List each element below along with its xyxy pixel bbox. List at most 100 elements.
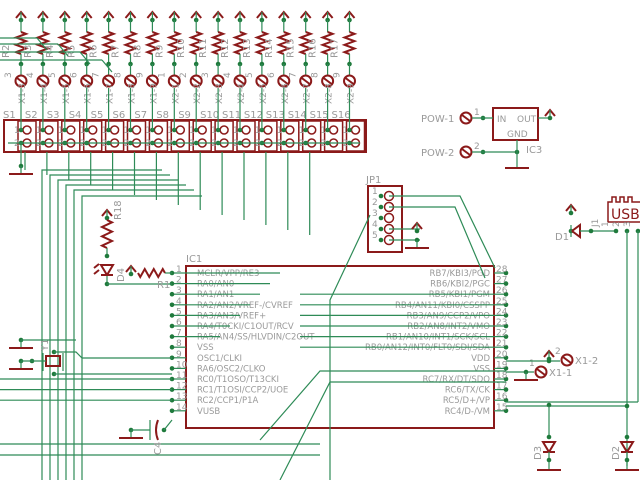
pullup-resistor-r12 bbox=[232, 31, 248, 55]
pullup-resistor-r15 bbox=[297, 31, 314, 55]
switch-body bbox=[192, 120, 212, 152]
power-terminal-label-pow-2: POW-2 bbox=[421, 148, 454, 159]
terminal-pin-number: 6 bbox=[70, 72, 80, 78]
ic1-pin-number: 25 bbox=[496, 297, 507, 307]
wire bbox=[259, 370, 506, 441]
screw-terminal-icon bbox=[321, 74, 335, 88]
jumper-pin-icon bbox=[383, 212, 395, 224]
ic1-pin-16-name: RC5/D+/VP bbox=[443, 396, 490, 406]
terminal-label-x2-8: X2-8 bbox=[325, 83, 335, 104]
switch-pin-2: 2 bbox=[211, 139, 217, 149]
resistor-label-r8: R8 bbox=[132, 45, 143, 58]
junction-dot bbox=[169, 408, 175, 414]
ic1-pin-number: 20 bbox=[496, 350, 508, 360]
ic1-pin-28-name: RB7/KBI3/PGD bbox=[430, 269, 491, 279]
junction-dot bbox=[378, 215, 384, 221]
switch-pin-1: 1 bbox=[321, 126, 327, 136]
switch-contact-icon bbox=[263, 125, 273, 135]
ic1-pin-13-name: RC2/CCP1/P1A bbox=[197, 396, 258, 406]
junction-dot bbox=[624, 403, 630, 409]
switch-label-s7: S7 bbox=[134, 110, 147, 121]
terminal-label-x1-4: X1-4 bbox=[40, 83, 50, 104]
junction-dot bbox=[546, 356, 552, 362]
ic1-pin-number: 17 bbox=[496, 382, 507, 392]
screw-terminal-icon-slot bbox=[16, 77, 26, 85]
ic1-pin-number: 8 bbox=[176, 339, 182, 349]
ic1-pin-number: 13 bbox=[176, 392, 187, 402]
crystal-label-y1: Y1 bbox=[40, 339, 51, 352]
switch-label-s14: S14 bbox=[288, 110, 307, 121]
junction-dot bbox=[546, 434, 552, 440]
screw-terminal-icon-slot bbox=[125, 77, 136, 85]
junction-dot bbox=[503, 270, 509, 276]
led-d4-icon bbox=[99, 264, 115, 277]
junction-dot bbox=[104, 253, 110, 259]
resistor-label-r5: R5 bbox=[67, 45, 78, 58]
ic1-pin-27-name: RB6/KBI2/PGC bbox=[430, 280, 490, 290]
terminal-pin-number: 6 bbox=[267, 72, 277, 78]
ic1-pin-4-name: RA2/AN2/VREF-/CVREF bbox=[197, 301, 293, 311]
screw-terminal-icon-slot bbox=[461, 148, 471, 156]
screw-terminal-icon bbox=[343, 74, 356, 88]
terminal-label-x2-1: X2-1 bbox=[171, 83, 181, 104]
ic1-pin-number: 14 bbox=[176, 403, 188, 413]
pullup-resistor-r6 bbox=[100, 31, 117, 55]
terminal-pin-number: 5 bbox=[48, 72, 58, 78]
wire bbox=[57, 43, 69, 57]
ic1-pin-number: 27 bbox=[496, 276, 507, 286]
switch-pin-2: 2 bbox=[321, 139, 327, 149]
junction-dot bbox=[503, 344, 509, 350]
switch-label-s15: S15 bbox=[310, 110, 329, 121]
resistor-r18 bbox=[99, 219, 115, 249]
pullup-resistor-r8 bbox=[144, 31, 161, 55]
screw-terminal-icon-slot bbox=[169, 77, 179, 85]
resistor-label-r15: R15 bbox=[286, 38, 297, 58]
terminal-label-x2-4: X2-4 bbox=[237, 83, 247, 104]
diode-label-d1: D1 bbox=[555, 232, 569, 243]
switch-contact-icon bbox=[44, 125, 54, 135]
switch-pin-1: 1 bbox=[36, 126, 42, 136]
switch-pin-1: 1 bbox=[277, 126, 283, 136]
terminal-pin-number: 4 bbox=[26, 72, 36, 78]
ic1-pin-24-name: RB3/AN9/CCP2/VPO bbox=[407, 311, 491, 321]
switch-label-s11: S11 bbox=[222, 110, 241, 121]
switch-label-s8: S8 bbox=[156, 110, 169, 121]
regulator-out-label: OUT bbox=[517, 115, 537, 125]
screw-terminal-icon bbox=[36, 74, 50, 88]
terminal-pin-number: 3 bbox=[4, 72, 14, 78]
junction-dot bbox=[503, 366, 509, 371]
switch-pin-2: 2 bbox=[80, 139, 86, 149]
power-terminal-pin: 2 bbox=[474, 142, 480, 152]
junction-dot bbox=[503, 408, 509, 414]
screw-terminal-icon-slot bbox=[562, 356, 572, 364]
ic1-pin-12-name: RC1/T1OSI/CCP2/UOE bbox=[197, 386, 288, 396]
screw-terminal-icon bbox=[277, 74, 291, 88]
ic1-pin-9-name: OSC1/CLKI bbox=[197, 354, 242, 364]
switch-contact-icon bbox=[219, 125, 229, 135]
switch-contact-icon bbox=[153, 125, 164, 135]
switch-body bbox=[148, 120, 169, 152]
screw-terminal-icon-slot bbox=[279, 77, 289, 85]
switch-pin-2: 2 bbox=[277, 139, 283, 149]
junction-dot bbox=[378, 237, 384, 243]
junction-dot bbox=[169, 302, 175, 308]
pullup-resistor-r5 bbox=[78, 31, 95, 55]
switch-contact-icon bbox=[306, 125, 317, 135]
screw-terminal-icon bbox=[560, 353, 574, 367]
screw-terminal-icon bbox=[211, 74, 225, 88]
junction-dot bbox=[503, 334, 509, 339]
ic1-pin-number: 15 bbox=[496, 403, 507, 413]
wire bbox=[65, 184, 186, 480]
terminal-label-x1-5: X1-5 bbox=[62, 83, 72, 104]
junction-dot bbox=[613, 228, 619, 234]
switch-body bbox=[104, 120, 125, 152]
terminal-pin-number: 9 bbox=[135, 72, 145, 78]
switch-pin-2: 2 bbox=[36, 139, 42, 149]
regulator-name: IC3 bbox=[526, 145, 542, 156]
switch-pin-2: 2 bbox=[124, 139, 130, 149]
usb-pin-number: 1 bbox=[601, 221, 611, 227]
switch-label-s1: S1 bbox=[3, 110, 16, 121]
ic1-pin-23-name: RB2/AN8/INT2/VMO bbox=[407, 322, 490, 332]
ic1-pin-15-name: RC4/D-/VM bbox=[445, 407, 490, 417]
